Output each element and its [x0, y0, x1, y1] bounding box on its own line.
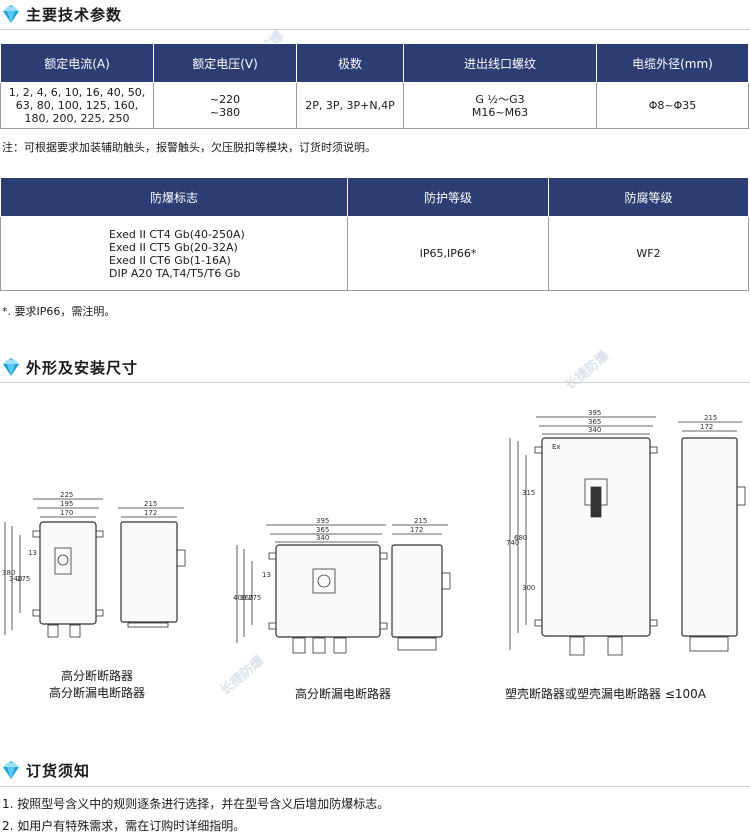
header-cell: 电缆外径(mm) — [596, 43, 749, 83]
dim-label: 340 — [588, 426, 601, 434]
dim-label: 365 — [588, 418, 601, 426]
dim-label: 172 — [144, 509, 157, 517]
dim-label: 400 — [233, 594, 246, 602]
dim-label: 13 — [28, 549, 37, 557]
dim-label: 13 — [262, 571, 271, 579]
cell-line: 63, 80, 100, 125, 160, — [15, 99, 139, 112]
section-title: 主要技术参数 — [26, 5, 123, 24]
cell-line: Exed II CT5 Gb(20-32A) — [109, 240, 238, 254]
header-cell: 额定电流(A) — [0, 43, 154, 83]
header-cell: 进出线口螺纹 — [403, 43, 597, 83]
dim-label: 225 — [60, 491, 73, 499]
divider — [0, 382, 750, 383]
cell-line: 1, 2, 4, 6, 10, 16, 40, 50, — [8, 86, 146, 99]
header-cell: 防爆标志 — [0, 177, 348, 217]
dimension-drawings: 225 195 170 380 340 275 13 215 172 395 3… — [2, 409, 746, 656]
cell-line: ~380 — [209, 105, 241, 119]
dim-label: 365 — [316, 526, 329, 534]
dim-label: 215 — [144, 500, 157, 508]
table-header-row: 额定电流(A) 额定电压(V) 极数 进出线口螺纹 电缆外径(mm) — [0, 43, 749, 83]
caption-large: 塑壳断路器或塑壳漏电断路器 ≤100A — [505, 687, 706, 701]
tech-params-table: 额定电流(A) 额定电压(V) 极数 进出线口螺纹 电缆外径(mm) 1, 2,… — [0, 43, 749, 129]
cable-cell: Φ8~Φ35 — [596, 82, 749, 129]
diamond-icon — [3, 761, 19, 779]
watermark: 长捷防爆 — [562, 348, 613, 394]
cell-line: M16~M63 — [471, 105, 529, 119]
divider — [0, 786, 750, 787]
voltage-cell: ~220 ~380 — [153, 82, 297, 129]
protection-table: 防爆标志 防护等级 防腐等级 Exed II CT4 Gb(40-250A) E… — [0, 177, 749, 291]
section-dimensions: 外形及安装尺寸 — [0, 354, 138, 380]
section-title: 订货须知 — [26, 761, 91, 780]
dim-label: 170 — [60, 509, 73, 517]
section-tech-params: 主要技术参数 — [0, 1, 122, 27]
dim-label: 315 — [522, 489, 535, 497]
section-title: 外形及安装尺寸 — [26, 358, 139, 377]
header-cell: 极数 — [296, 43, 404, 83]
cell-line: Exed II CT4 Gb(40-250A) — [109, 227, 245, 241]
poles-cell: 2P, 3P, 3P+N,4P — [296, 82, 404, 129]
dim-label: 172 — [410, 526, 423, 534]
header-cell: 防护等级 — [347, 177, 549, 217]
dim-label: 172 — [700, 423, 713, 431]
thread-cell: G ½～G3 M16~M63 — [403, 82, 597, 129]
table-row: 1, 2, 4, 6, 10, 16, 40, 50, 63, 80, 100,… — [0, 82, 749, 129]
dim-label: 395 — [588, 409, 601, 417]
header-cell: 额定电压(V) — [153, 43, 297, 83]
header-cell: 防腐等级 — [548, 177, 749, 217]
cell-line: 180, 200, 225, 250 — [24, 112, 130, 125]
ordering-item: 1. 按照型号含义中的规则逐条进行选择，并在型号含义后增加防爆标志。 — [2, 797, 390, 811]
dim-label: 275 — [248, 594, 261, 602]
caption-line: 高分断漏电断路器 — [48, 686, 145, 700]
dim-label: 300 — [522, 584, 535, 592]
cell-line: ~220 — [209, 92, 241, 106]
dim-label: 380 — [2, 569, 15, 577]
table-row: Exed II CT4 Gb(40-250A) Exed II CT5 Gb(2… — [0, 216, 749, 291]
table-header-row: 防爆标志 防护等级 防腐等级 — [0, 177, 749, 217]
ex-label: Ex — [552, 443, 561, 451]
dim-label: 275 — [17, 575, 30, 583]
cell-line: Exed II CT6 Gb(1-16A) — [109, 253, 231, 267]
cell-line: DIP A20 TA,T4/T5/T6 Gb — [109, 266, 241, 280]
dim-label: 395 — [316, 517, 329, 525]
section-ordering: 订货须知 — [0, 757, 90, 783]
diamond-icon — [3, 358, 19, 376]
note-text: *. 要求IP66，需注明。 — [2, 305, 116, 318]
dim-label: 340 — [316, 534, 329, 542]
dim-label: 340 — [9, 575, 22, 583]
dim-label: 215 — [704, 414, 717, 422]
dim-label: 215 — [414, 517, 427, 525]
ip-cell: IP65,IP66* — [347, 216, 549, 291]
caption-medium: 高分断漏电断路器 — [294, 687, 391, 701]
dim-label: 360 — [240, 594, 253, 602]
divider — [0, 29, 750, 30]
caption-line: 高分断断路器 — [60, 669, 133, 683]
wf-cell: WF2 — [548, 216, 749, 291]
current-cell: 1, 2, 4, 6, 10, 16, 40, 50, 63, 80, 100,… — [0, 82, 154, 129]
dim-label: 195 — [60, 500, 73, 508]
ordering-item: 2. 如用户有特殊需求，需在订购时详细指明。 — [2, 819, 246, 833]
dim-label: 680 — [514, 534, 527, 542]
dim-label: 740 — [506, 539, 519, 547]
note-text: 注：可根据要求加装辅助触头，报警触头，欠压脱扣等模块，订货时须说明。 — [2, 141, 376, 154]
diamond-icon — [3, 5, 19, 23]
cell-line: G ½～G3 — [475, 92, 525, 106]
ex-marking-cell: Exed II CT4 Gb(40-250A) Exed II CT5 Gb(2… — [0, 216, 348, 291]
caption-small: 高分断断路器 高分断漏电断路器 — [22, 668, 172, 702]
